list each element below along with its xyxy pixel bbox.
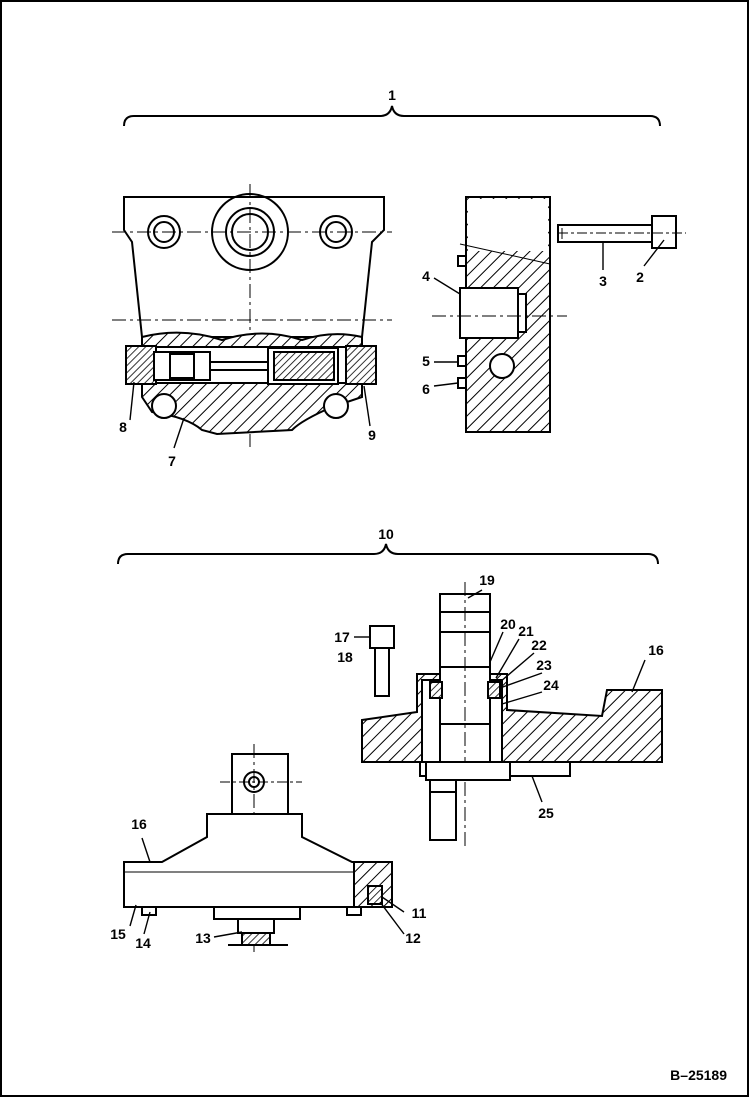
callout-1: 1: [388, 87, 396, 103]
callout-10: 10: [378, 526, 394, 542]
swivel-housing-section: [361, 582, 663, 847]
valve-body-side-view: [432, 196, 567, 433]
callout-15: 15: [110, 926, 126, 942]
callout-22: 22: [531, 637, 547, 653]
group-brace-10: [117, 543, 659, 565]
callout-2: 2: [636, 269, 644, 285]
callout-16-front: 16: [131, 816, 147, 832]
callout-4: 4: [422, 268, 430, 284]
callout-20: 20: [500, 616, 516, 632]
group-brace-1: [123, 105, 661, 127]
callout-8: 8: [119, 419, 127, 435]
callout-9: 9: [368, 427, 376, 443]
callout-17: 17: [334, 629, 350, 645]
callout-5: 5: [422, 353, 430, 369]
callout-14: 14: [135, 935, 151, 951]
callout-25: 25: [538, 805, 554, 821]
callout-21: 21: [518, 623, 534, 639]
callout-12: 12: [405, 930, 421, 946]
callout-7: 7: [168, 453, 176, 469]
callout-23: 23: [536, 657, 552, 673]
drawing-reference-number: B–25189: [670, 1067, 727, 1083]
capscrew-17-18: [369, 625, 395, 697]
leader-lines: [129, 239, 665, 938]
callout-24: 24: [543, 677, 559, 693]
capscrew: [557, 215, 686, 249]
callout-11: 11: [412, 905, 427, 921]
callout-16-section: 16: [648, 642, 664, 658]
callout-6: 6: [422, 381, 430, 397]
callout-3: 3: [599, 273, 607, 289]
swivel-housing-front-view: [123, 744, 393, 952]
valve-body-front-view: [112, 184, 392, 447]
callout-18: 18: [337, 649, 353, 665]
callout-13: 13: [195, 930, 211, 946]
callout-19: 19: [479, 572, 495, 588]
